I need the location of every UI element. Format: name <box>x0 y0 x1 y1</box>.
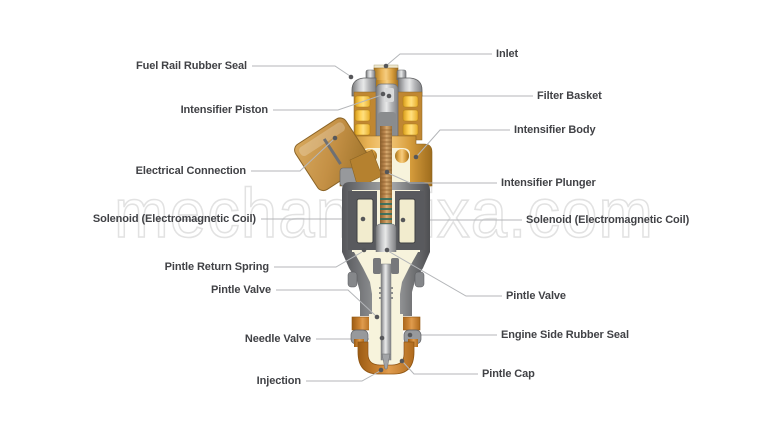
leader-lines-over <box>251 53 510 382</box>
return-spring-part <box>380 198 392 225</box>
label-intensifier-plunger: Intensifier Plunger <box>501 177 596 189</box>
fuel-rail-seal-part <box>351 77 377 97</box>
label-needle-valve: Needle Valve <box>244 333 311 345</box>
pintle-cap-part <box>357 341 415 375</box>
label-pintle-valve-left: Pintle Valve <box>211 284 271 296</box>
label-inlet: Inlet <box>496 48 519 60</box>
label-solenoid-right: Solenoid (Electromagnetic Coil) <box>526 214 690 226</box>
label-injection: Injection <box>256 375 301 387</box>
label-solenoid-left: Solenoid (Electromagnetic Coil) <box>92 213 256 225</box>
pintle-valve-part <box>380 263 392 361</box>
callout-dots <box>332 63 419 373</box>
label-filter-basket: Filter Basket <box>537 90 602 102</box>
label-electrical-connection: Electrical Connection <box>135 165 246 177</box>
injector-graphic <box>294 64 433 375</box>
needle-valve-part <box>381 353 391 370</box>
label-fuel-rail-rubber-seal: Fuel Rail Rubber Seal <box>136 60 247 72</box>
label-pintle-return-spring: Pintle Return Spring <box>164 261 269 273</box>
label-engine-side-rubber-seal: Engine Side Rubber Seal <box>501 329 629 341</box>
label-pintle-valve-right: Pintle Valve <box>506 290 566 302</box>
intensifier-plunger-part <box>380 126 392 226</box>
electrical-connector-part <box>294 117 383 192</box>
label-intensifier-body: Intensifier Body <box>514 124 596 136</box>
filter-basket-part <box>354 95 419 136</box>
label-pintle-cap: Pintle Cap <box>482 368 535 380</box>
label-intensifier-piston: Intensifier Piston <box>180 104 269 116</box>
